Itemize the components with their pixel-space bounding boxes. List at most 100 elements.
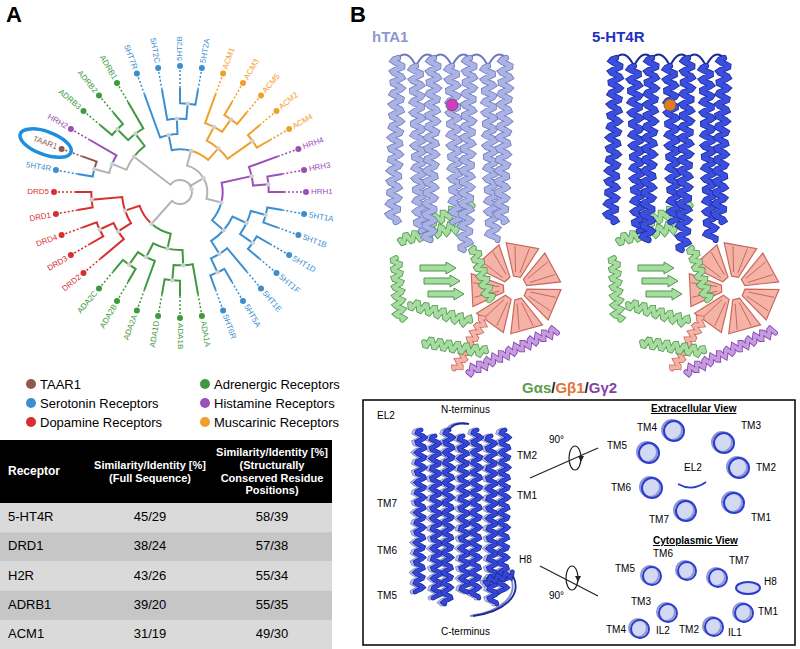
helix-ribbon xyxy=(642,340,704,355)
tree-branch xyxy=(224,102,232,119)
helix-top-view xyxy=(659,604,677,622)
blade-strand xyxy=(748,275,773,283)
blade-strand xyxy=(529,296,551,311)
helix-label: TM7 xyxy=(728,555,750,567)
legend-label: Adrenergic Receptors xyxy=(214,377,340,392)
leaf-dot xyxy=(80,108,86,114)
legend-label: Histamine Receptors xyxy=(214,396,335,411)
helix-ribbon xyxy=(447,66,462,222)
tree-branch xyxy=(172,280,180,296)
tree-node xyxy=(201,176,205,180)
tree-branch xyxy=(205,94,215,127)
leaf-label: DRD5 xyxy=(27,187,49,196)
blade-strand xyxy=(711,252,724,274)
helix-ribbon xyxy=(459,436,468,592)
subunit-label: / xyxy=(551,379,555,396)
helix-label: TM6 xyxy=(652,548,674,560)
leaf-extension xyxy=(282,210,304,214)
tree-node xyxy=(115,127,119,131)
leaf-extension xyxy=(179,296,181,318)
rotation-arrowhead xyxy=(578,456,584,462)
helix-ribbon xyxy=(471,248,493,300)
leaf-extension xyxy=(137,290,145,311)
helix-top-view xyxy=(705,618,723,636)
structure-label: N-terminus xyxy=(440,404,491,416)
leaf-extension xyxy=(83,259,100,273)
helix-ribbon xyxy=(499,430,509,592)
tree-branch xyxy=(253,236,270,244)
tree-branch xyxy=(172,265,183,280)
blade-strand xyxy=(733,246,735,272)
helix-label: TM5 xyxy=(606,440,628,452)
leaf-extension xyxy=(54,191,76,193)
leaf-dot xyxy=(68,252,74,258)
tree-branch xyxy=(204,178,222,202)
helix-outline xyxy=(424,340,486,355)
helix-label: TM4 xyxy=(605,624,627,636)
tree-branch xyxy=(212,203,224,231)
leaf-dot xyxy=(53,167,59,173)
tree-branch xyxy=(128,102,143,134)
leaf-dot xyxy=(258,286,264,292)
legend-swatch xyxy=(26,379,36,389)
leaf-extension xyxy=(216,74,224,95)
legend-swatch xyxy=(26,398,36,408)
n-terminal-tail xyxy=(449,423,469,430)
table-cell: 55/34 xyxy=(212,561,332,590)
helix-ribbon xyxy=(393,258,404,320)
helix-ribbon xyxy=(611,258,622,320)
tree-node xyxy=(266,182,270,186)
leaf-dot xyxy=(303,189,309,195)
propeller-blade xyxy=(741,253,778,286)
helix-outline xyxy=(665,66,680,222)
blade-strand xyxy=(528,262,548,279)
tree-branch xyxy=(167,249,183,266)
subunit-label: Gαs xyxy=(522,379,551,396)
helix-ribbon xyxy=(485,572,512,584)
tree-branch xyxy=(144,94,168,137)
leaf-dot xyxy=(177,315,183,321)
legend-label: Serotonin Receptors xyxy=(40,396,159,411)
leaf-extension xyxy=(260,111,277,125)
rotation-arrowhead xyxy=(575,576,581,582)
helix-outline xyxy=(431,436,441,598)
helix-label: TM4 xyxy=(636,422,658,434)
table-cell: 31/19 xyxy=(88,620,212,649)
blade-strand xyxy=(493,252,506,274)
helix-ribbon xyxy=(415,430,425,592)
helix-outline xyxy=(459,436,468,592)
table-header: Similarity/Identity [%] (Full Sequence) xyxy=(88,440,212,503)
leaf-extension xyxy=(99,272,113,289)
leaf-extension xyxy=(137,74,145,95)
tree-node xyxy=(250,139,254,143)
leaf-extension xyxy=(278,228,299,236)
leaf-label: 5HT1F xyxy=(277,273,302,296)
leaf-extension xyxy=(56,210,78,214)
tree-branch xyxy=(207,127,218,148)
tree-branch xyxy=(211,254,219,273)
tree-branch xyxy=(268,184,284,192)
leaf-label: 5HT2C xyxy=(148,37,161,64)
helix-outline xyxy=(714,58,728,222)
helix-top-view xyxy=(664,421,684,441)
helix-ribbon xyxy=(388,58,402,222)
leaf-label: ADRB2 xyxy=(75,68,99,94)
blade-strand xyxy=(747,296,769,311)
leaf-label: ADA2A xyxy=(122,314,140,342)
tree-node xyxy=(186,101,190,105)
helix-ribbon xyxy=(460,58,474,250)
helix-top-view xyxy=(643,567,661,585)
leaf-dot xyxy=(286,126,292,132)
panel-letter: B xyxy=(350,2,366,27)
view-heading: Cytoplasmic View xyxy=(652,535,739,547)
leaf-label: 5HT2A xyxy=(198,38,211,64)
leaf-extension xyxy=(99,95,113,112)
blade-strand xyxy=(517,304,519,330)
helix-label: TM3 xyxy=(740,420,762,432)
leaf-extension xyxy=(158,68,162,90)
tree-node xyxy=(221,228,225,232)
table-cell: 45/29 xyxy=(88,503,212,532)
gprotein-complex xyxy=(606,54,779,374)
leaf-extension xyxy=(247,95,261,112)
helix-label: TM2 xyxy=(678,624,700,636)
